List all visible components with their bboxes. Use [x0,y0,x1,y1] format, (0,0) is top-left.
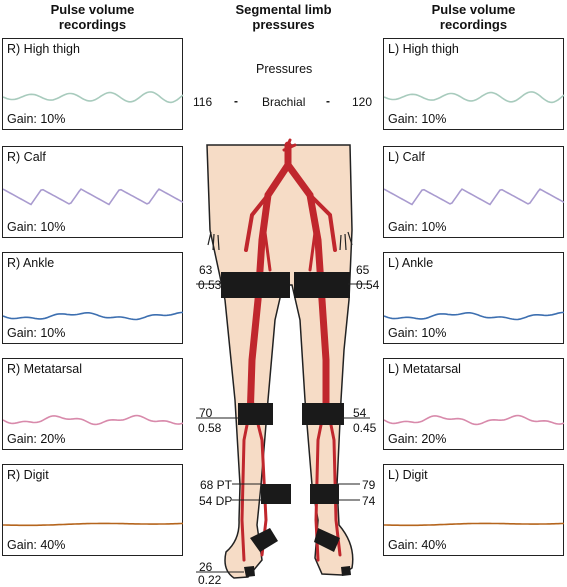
brachial-dash-right: - [326,94,330,108]
cuff-right-calf [238,403,273,425]
pvr-box-r-ankle: R) Ankle Gain: 10% [2,252,184,344]
pvr-box-l-calf: L) Calf Gain: 10% [383,146,565,238]
pvr-gain-label: Gain: 40% [388,538,447,552]
pvr-site-label: L) Calf [388,150,425,164]
pvr-gain-label: Gain: 10% [7,220,66,234]
pvr-box-l-metatarsal: L) Metatarsal Gain: 20% [383,358,565,450]
r-toe-index: 0.22 [198,573,222,587]
pvr-gain-label: Gain: 40% [7,538,66,552]
pvr-site-label: L) High thigh [388,42,459,56]
r-toe-pressure: 26 [199,560,213,574]
pvr-box-r-metatarsal: R) Metatarsal Gain: 20% [2,358,184,450]
r-thigh-index: 0.53 [198,278,222,292]
brachial-left-value: 120 [352,95,373,109]
brachial-dash-left: - [234,94,238,108]
l-calf-pressure: 54 [353,406,367,420]
waveform-l-high-thigh [384,91,565,104]
pvr-site-label: R) High thigh [7,42,80,56]
pvr-site-label: L) Digit [388,468,428,482]
waveform-l-calf [384,188,565,206]
cuff-left-metatarsal [314,528,340,552]
cuff-left-ankle [310,484,339,504]
pvr-gain-label: Gain: 10% [7,112,66,126]
pvr-box-l-high-thigh: L) High thigh Gain: 10% [383,38,565,130]
pvr-box-l-ankle: L) Ankle Gain: 10% [383,252,565,344]
waveform-r-high-thigh [3,91,184,104]
cuff-left-thigh [294,272,350,298]
r-ankle-dp-pressure: 54 DP [199,494,233,508]
waveform-r-calf [3,188,184,206]
r-calf-pressure: 70 [199,406,213,420]
r-thigh-pressure: 63 [199,263,213,277]
brachial-right-value: 116 [193,95,213,109]
pvr-site-label: R) Metatarsal [7,362,83,376]
waveform-r-metatarsal [3,414,184,426]
l-thigh-index: 0.54 [356,278,380,292]
pvr-gain-label: Gain: 10% [388,112,447,126]
pvr-box-r-calf: R) Calf Gain: 10% [2,146,184,238]
right-hand-fingers [339,231,353,251]
l-ankle-dp-pressure: 74 [362,494,376,508]
waveform-l-metatarsal [384,414,565,426]
pvr-gain-label: Gain: 20% [388,432,447,446]
brachial-label: Brachial [262,95,306,109]
pvr-site-label: R) Digit [7,468,49,482]
waveform-l-digit [384,522,565,527]
pvr-site-label: L) Ankle [388,256,434,270]
cuff-right-ankle [261,484,291,504]
waveform-l-ankle [384,311,565,321]
pvr-box-r-high-thigh: R) High thigh Gain: 10% [2,38,184,130]
pvr-gain-label: Gain: 20% [7,432,66,446]
pvr-site-label: R) Ankle [7,256,55,270]
cuff-left-calf [302,403,344,425]
pvr-site-label: R) Calf [7,150,46,164]
l-calf-index: 0.45 [353,421,377,435]
pvr-box-r-digit: R) Digit Gain: 40% [2,464,184,556]
r-calf-index: 0.58 [198,421,222,435]
legs-silhouette [206,144,354,579]
pvr-gain-label: Gain: 10% [388,220,447,234]
pvr-box-l-digit: L) Digit Gain: 40% [383,464,565,556]
cuff-right-toe [244,566,255,577]
pvr-site-label: L) Metatarsal [388,362,461,376]
cuff-right-metatarsal [250,528,278,552]
l-thigh-pressure: 65 [356,263,370,277]
pressure-leader-lines [196,283,370,573]
pvr-gain-label: Gain: 10% [7,326,66,340]
r-ankle-pt-pressure: 68 PT [200,478,233,492]
cuff-right-thigh [221,272,290,298]
l-ankle-pt-pressure: 79 [362,478,376,492]
pvr-gain-label: Gain: 10% [388,326,447,340]
waveform-r-digit [3,522,184,527]
pressures-label: Pressures [256,62,313,76]
cuff-left-toe [341,566,351,576]
waveform-r-ankle [3,311,184,321]
left-hand-fingers [207,231,220,251]
